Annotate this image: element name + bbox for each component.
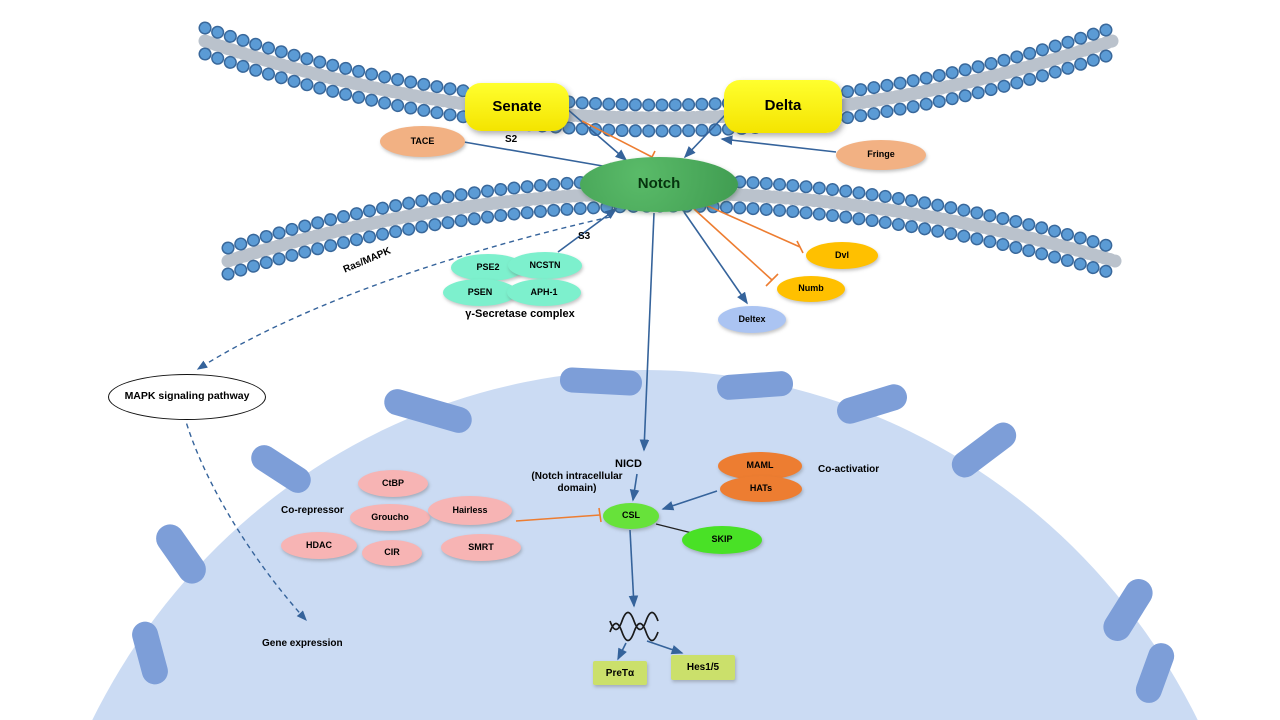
deltex-node: Deltex: [718, 306, 786, 333]
arrow-mapk-to-gene-expression: [183, 414, 307, 622]
ncstn-node: NCSTN: [508, 252, 582, 279]
membrane-upper: [198, 21, 1119, 138]
connector-csl-skip: [655, 523, 693, 534]
arrow-tace-to-notch-s2: [463, 141, 622, 172]
line-ligand-cross-to-notch: [581, 120, 653, 158]
delta-node: Delta: [724, 80, 842, 133]
tace-node: TACE: [380, 126, 465, 157]
smrt-node: SMRT: [441, 534, 521, 561]
numb-node: Numb: [777, 276, 845, 302]
notch-receptor-node: Notch: [580, 157, 738, 212]
arrow-senate-to-notch: [565, 107, 628, 162]
fringe-node: Fringe: [836, 140, 926, 170]
pret-target-node: PreTα: [593, 661, 647, 685]
nuclear-pore-capsules: [132, 367, 1175, 703]
ctbp-node: CtBP: [358, 470, 428, 497]
arrow-notch-to-nicd: [639, 212, 655, 452]
hes-target-node: Hes1/5: [671, 655, 735, 680]
arrow-nicd-to-csl: [629, 473, 640, 502]
nicd-label: NICD: [615, 458, 642, 470]
maml-node: MAML: [718, 452, 802, 480]
lines-orange: [515, 120, 804, 523]
s2-cleavage-label: S2: [505, 134, 518, 145]
co-activator-label: Co-activatior: [818, 464, 880, 475]
aph1-node: APH-1: [507, 279, 581, 306]
s3-cleavage-label: S3: [578, 231, 591, 242]
arrows-blue: [463, 107, 837, 661]
arrow-ras-mapk: [196, 216, 611, 370]
line-notch-to-numb: [693, 208, 773, 281]
hairless-node: Hairless: [428, 496, 512, 525]
arrow-notch-to-deltex: [683, 211, 748, 305]
gamma-secretase-caption: γ-Secretase complex: [465, 308, 575, 320]
groucho-node: Groucho: [350, 504, 430, 531]
gene-expression-label: Gene expression: [262, 638, 343, 649]
arrow-coactivators-to-csl: [661, 490, 718, 511]
dvl-node: Dvl: [806, 242, 878, 269]
line-notch-to-dvl: [700, 202, 801, 248]
csl-node: CSL: [603, 503, 659, 529]
hdac-node: HDAC: [281, 532, 357, 559]
psen-node: PSEN: [443, 279, 517, 306]
nicd-caption: (Notch intracellular domain): [531, 471, 623, 494]
senate-node: Senate: [465, 83, 569, 131]
arrow-dna-to-pret: [617, 642, 627, 661]
arrows-dashed: [183, 216, 611, 622]
mapk-pathway-node: MAPK signaling pathway: [108, 374, 266, 420]
cir-node: CIR: [362, 540, 422, 566]
co-repressor-label: Co-repressor: [281, 505, 344, 516]
nucleus-body: [92, 370, 1198, 720]
arrow-gamma-to-notch-s3: [557, 208, 618, 253]
arrow-dna-to-hes: [646, 640, 684, 655]
dna-icon: [609, 611, 659, 642]
skip-node: SKIP: [682, 526, 762, 554]
hats-node: HATs: [720, 476, 802, 502]
arrow-delta-to-notch: [683, 113, 727, 159]
arrow-csl-to-dna: [628, 529, 639, 608]
arrow-fringe-to-delta: [720, 135, 837, 153]
line-corepressor-to-csl: [515, 514, 601, 522]
